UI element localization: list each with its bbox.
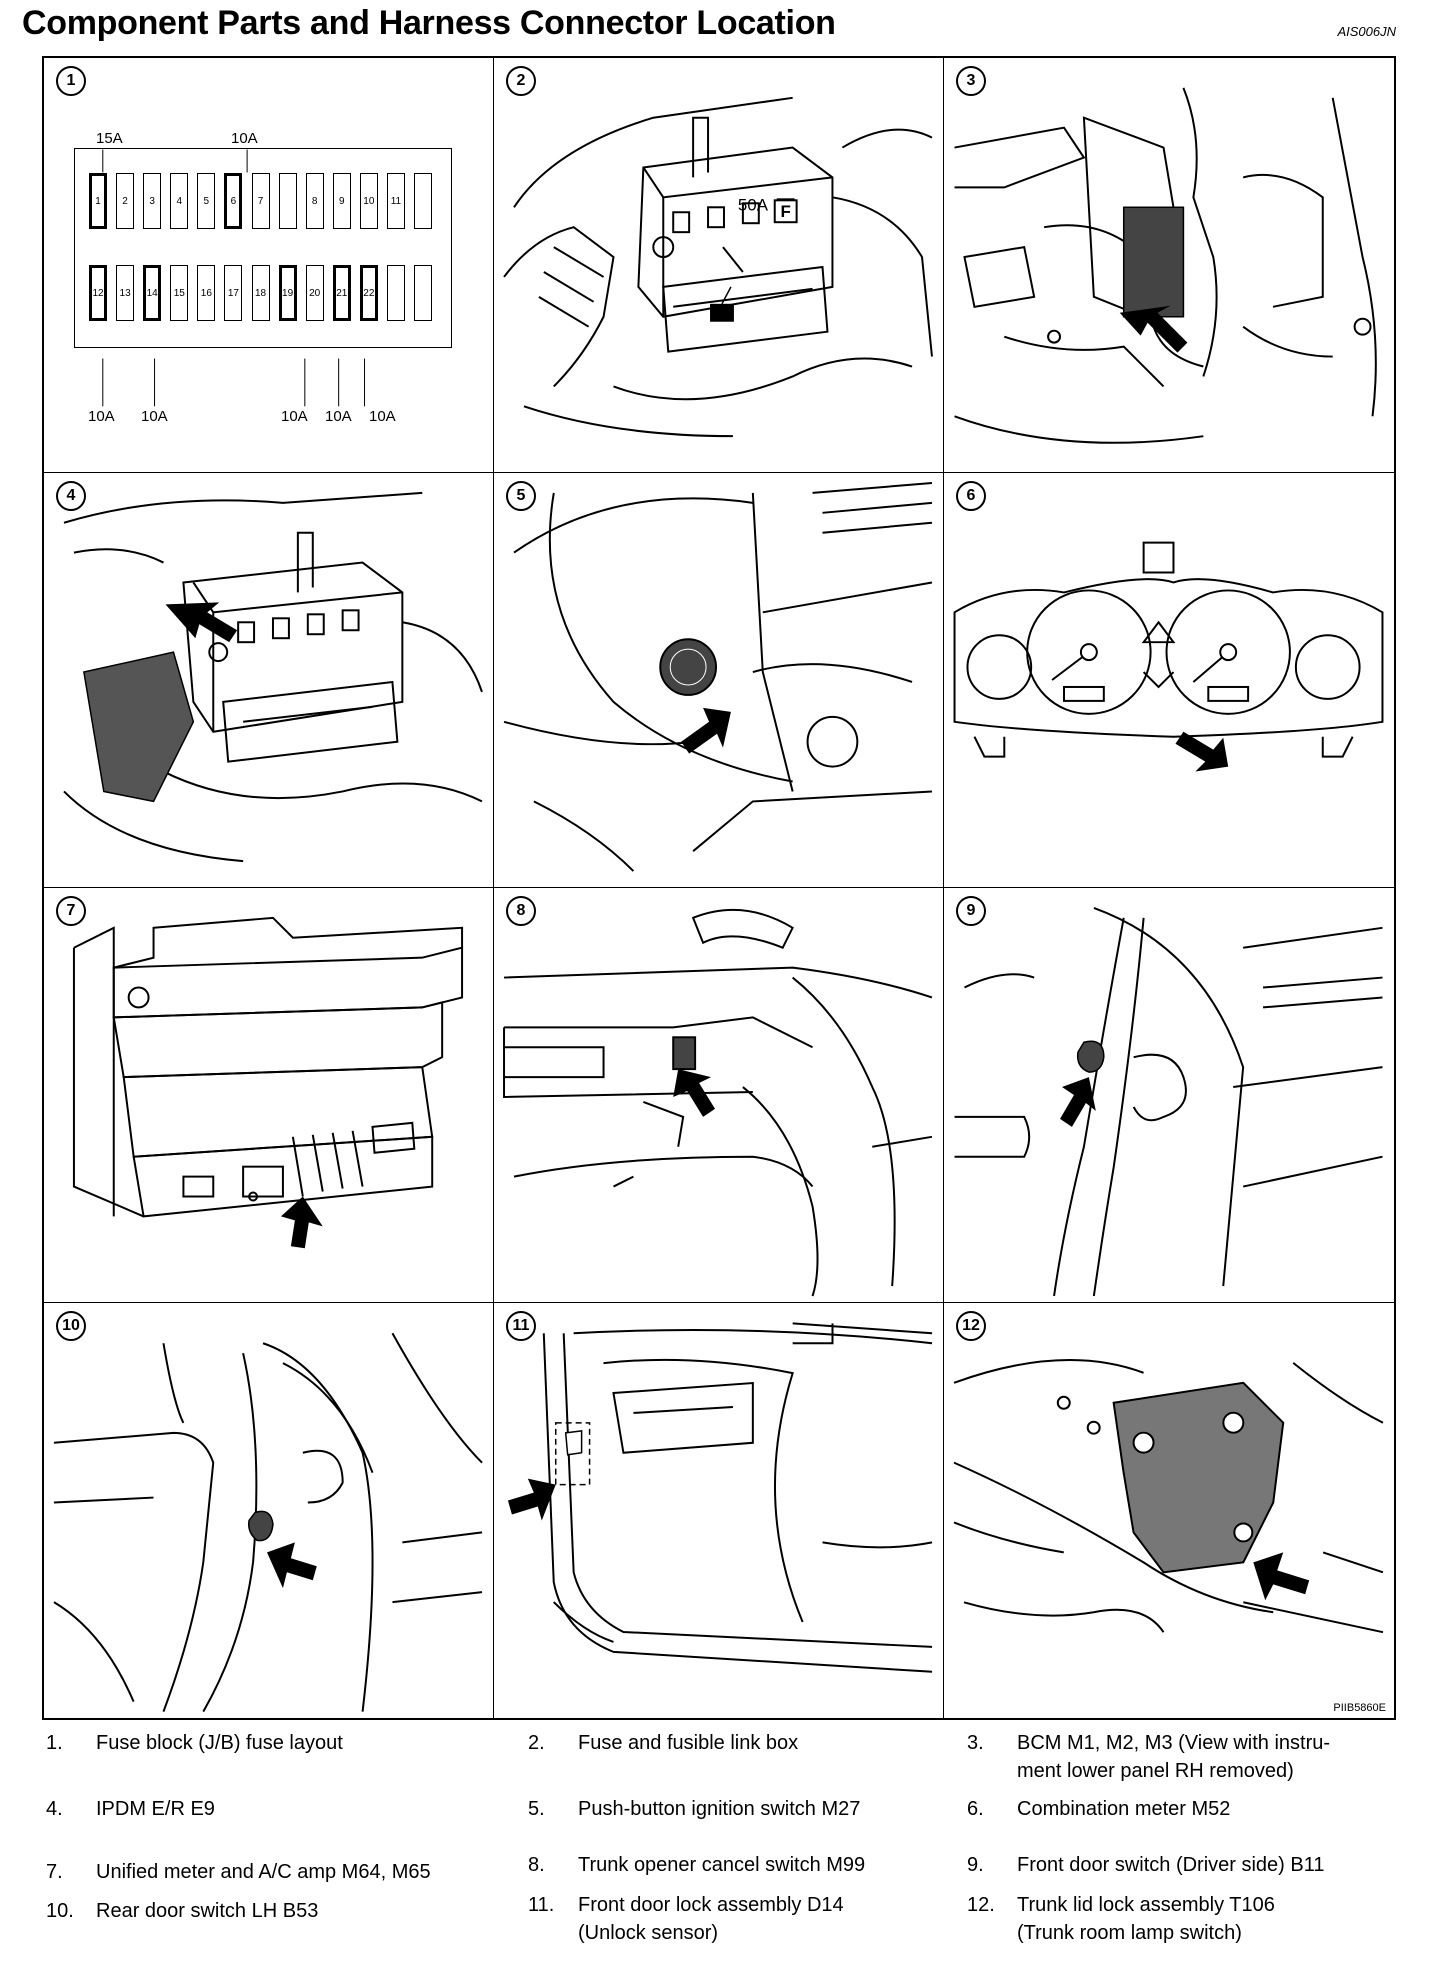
bcm-illustration [954, 87, 1377, 444]
fuse-amp-label: 15A [96, 130, 123, 147]
panel-number: 1 [56, 66, 86, 96]
fuse-slot [414, 265, 432, 321]
fusible-link-label: 50A [738, 195, 769, 214]
fuse-slot: 7 [251, 173, 270, 229]
fuse-amp-label: 10A [369, 408, 396, 425]
panel-number: 2 [506, 66, 536, 96]
fuse-slot [386, 265, 405, 321]
panel-10: 10 [44, 1303, 494, 1718]
fuse-slot: 5 [197, 173, 216, 229]
fuse-slot: 9 [332, 173, 351, 229]
fuse-slot: 8 [305, 173, 324, 229]
fuse-slot: 14 [143, 265, 162, 321]
panel-8: 8 [494, 888, 944, 1303]
page-title: Component Parts and Harness Connector Lo… [22, 4, 836, 42]
panel-number: 4 [56, 481, 86, 511]
fuse-slot: 6 [224, 173, 243, 229]
fuse-amp-label: 10A [325, 408, 352, 425]
fuse-slot: 1 [89, 173, 107, 229]
figure-code: AIS006JN [1337, 24, 1396, 39]
fuse-amp-label: 10A [141, 408, 168, 425]
trunk-cancel-switch-illustration [503, 908, 933, 1297]
fuse-slot: 20 [305, 265, 324, 321]
panel-2: 2 [494, 58, 944, 473]
fuse-slot: 21 [332, 265, 351, 321]
fuse-slot: 11 [386, 173, 405, 229]
fuse-slot: 2 [116, 173, 135, 229]
panel-12: 12 PIIB5860E [944, 1303, 1394, 1718]
fuse-slot: 15 [170, 265, 189, 321]
panel-number: 9 [956, 896, 986, 926]
panel-7: 7 [44, 888, 494, 1303]
panel-number: 5 [506, 481, 536, 511]
fuse-slot: 12 [89, 265, 107, 321]
panel-number: 12 [956, 1311, 986, 1341]
trunk-lid-lock-illustration [953, 1359, 1384, 1634]
fuse-link-box-illustration: F 50A [503, 96, 933, 438]
panel-11: 11 [494, 1303, 944, 1718]
fuse-zone-badge: F [781, 202, 791, 221]
panel-5: 5 [494, 473, 944, 888]
fuse-slot: 18 [251, 265, 270, 321]
panel-number: 11 [506, 1311, 536, 1341]
fuse-slot: 17 [224, 265, 243, 321]
fuse-slot [278, 173, 297, 229]
panel-number: 6 [956, 481, 986, 511]
figure-id: PIIB5860E [1333, 1702, 1386, 1714]
front-door-lock-illustration [507, 1322, 933, 1673]
panel-number: 10 [56, 1311, 86, 1341]
panel-4: 4 [44, 473, 494, 888]
fuse-slot: 4 [170, 173, 189, 229]
fuse-slot: 16 [197, 265, 216, 321]
fuse-amp-label: 10A [281, 408, 308, 425]
ignition-switch-illustration [503, 481, 933, 872]
combination-meter-illustration [953, 541, 1384, 772]
panel-9: 9 [944, 888, 1394, 1303]
fuse-slot: 19 [278, 265, 297, 321]
ac-amp-illustration [72, 916, 464, 1249]
panel-3: 3 [944, 58, 1394, 473]
panel-number: 8 [506, 896, 536, 926]
fuse-amp-label: 10A [231, 130, 258, 147]
front-door-switch-illustration [954, 906, 1383, 1297]
fuse-slot: 13 [116, 265, 135, 321]
panel-number: 7 [56, 896, 86, 926]
ipdm-illustration [63, 491, 483, 863]
fuse-slot [414, 173, 432, 229]
panel-number: 3 [956, 66, 986, 96]
rear-door-switch-illustration [53, 1332, 483, 1713]
fuse-amp-label: 10A [88, 408, 115, 425]
fuse-slot: 3 [143, 173, 162, 229]
fuse-slot: 22 [359, 265, 378, 321]
panel-6: 6 [944, 473, 1394, 888]
fuse-slot: 10 [359, 173, 378, 229]
